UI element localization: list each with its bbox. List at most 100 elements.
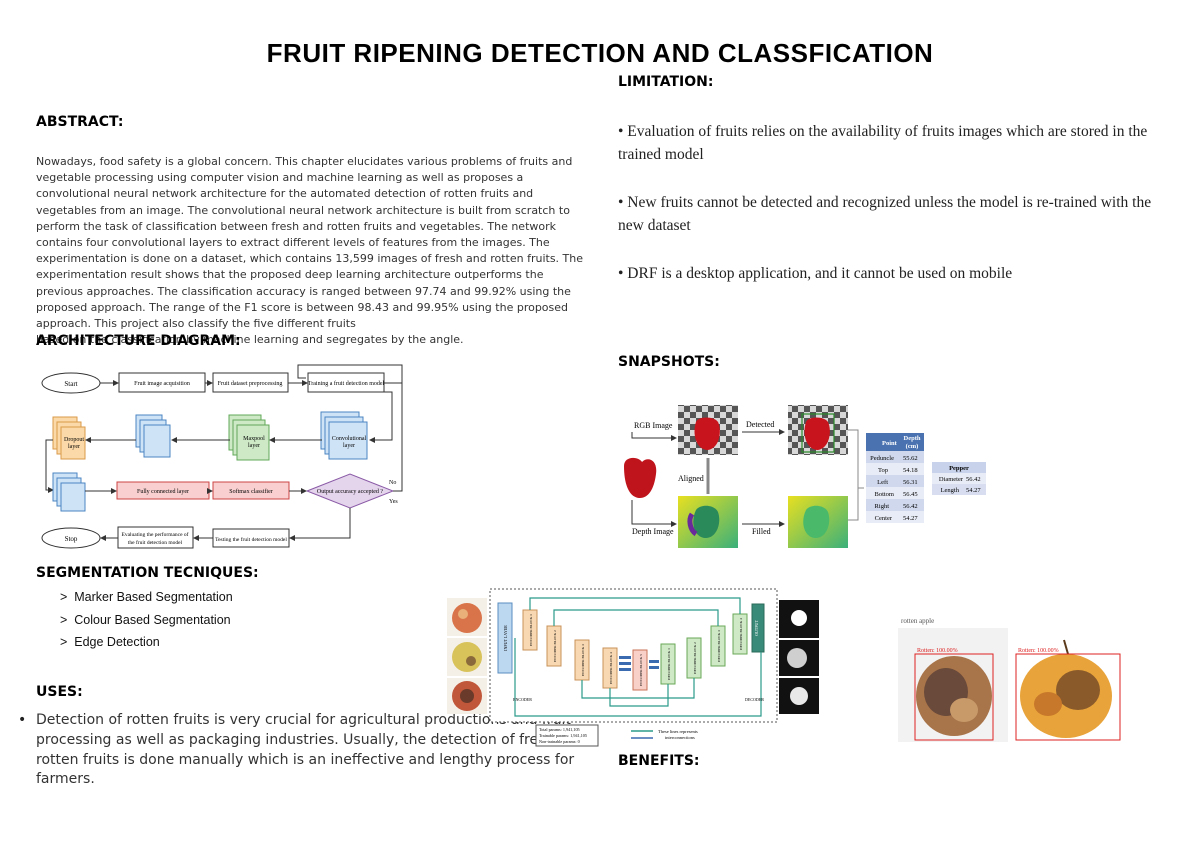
- rotten-apple-photo-1: Rotten: 100.00%: [914, 648, 994, 741]
- depth-row-value: 54.18: [903, 467, 918, 474]
- rotten-label: Rotten: 100.00%: [917, 648, 958, 654]
- yes-label: Yes: [389, 499, 398, 505]
- pepper-photo: [624, 457, 657, 498]
- depth-row-value: 54.27: [903, 515, 918, 522]
- limitation-item: • Evaluation of fruits relies on the ava…: [618, 123, 1148, 163]
- depth-row-value: 56.45: [903, 491, 918, 498]
- decoder-block-label: DECODER BLOCK 1: [667, 648, 671, 680]
- architecture-diagram: Start Fruit image acquisition Fruit data…: [41, 364, 403, 549]
- uses-heading: USES:: [36, 684, 83, 700]
- depth-row-point: Center: [875, 515, 893, 522]
- segmentation-heading: SEGMENTATION TECNIQUES:: [36, 565, 259, 581]
- uses-bullet: •: [18, 712, 27, 728]
- input-fruit-images: [447, 598, 487, 714]
- abstract-heading: ABSTRACT:: [36, 114, 124, 130]
- rotten-apple-photo-2: Rotten: 100.00%: [1015, 639, 1121, 741]
- rotten-caption: rotten apple: [901, 617, 934, 625]
- conv-label-2: layer: [343, 443, 355, 449]
- dropout-label-2: layer: [68, 444, 80, 450]
- depth-table: Point Depth (cm) Peduncle 55.62 Top 54.1…: [866, 433, 924, 523]
- params-trainable: Trainable params: 1,941,105: [539, 733, 587, 739]
- rgb-label: RGB Image: [634, 421, 673, 430]
- depth-row-point: Right: [875, 503, 890, 510]
- depth-table-head-point: Point: [882, 440, 898, 447]
- segmentation-network-figure: INPUT LAYER OUTPUT ENCODER BLOCK 1 ENCOD…: [447, 588, 819, 747]
- encoder-block-label: ENCODER BLOCK 5: [639, 654, 643, 686]
- encoder-block-label: ENCODER BLOCK 1: [529, 614, 533, 646]
- limitation-item: • DRF is a desktop application, and it c…: [618, 265, 1013, 282]
- encoder-block-label: ENCODER BLOCK 2: [553, 630, 557, 662]
- pepper-row-value: 56.42: [966, 476, 981, 483]
- snapshots-heading: SNAPSHOTS:: [618, 354, 720, 370]
- architecture-heading: ARCHITECTURE DIAGRAM:: [36, 333, 241, 349]
- limitation-heading: LIMITATION:: [618, 74, 714, 90]
- depth-row-point: Top: [878, 467, 888, 474]
- pepper-table-head: Pepper: [949, 465, 969, 472]
- maxpool-label-2: layer: [248, 443, 260, 449]
- segmentation-item: > Marker Based Segmentation: [60, 590, 233, 604]
- filled-label: Filled: [752, 527, 771, 536]
- dense-stack-blue: [135, 414, 171, 458]
- no-label: No: [389, 480, 396, 486]
- benefits-heading: BENEFITS:: [618, 753, 700, 769]
- encoder-section-label: ENCODER: [513, 697, 532, 702]
- segmentation-marker: >: [60, 613, 68, 627]
- snapshots-figure: RGB Image Depth Image Detected Aligned F…: [624, 405, 986, 548]
- uses-text: Detection of rotten fruits is very cruci…: [36, 712, 586, 788]
- limitation-item: • New fruits cannot be detected and reco…: [618, 194, 1152, 234]
- pepper-table: Pepper Diameter 56.42 Length 54.27: [932, 462, 986, 495]
- dropout-label-1: Dropout: [64, 437, 84, 443]
- depth-row-value: 56.42: [903, 503, 918, 510]
- stop-label: Stop: [65, 535, 78, 543]
- depth-row-point: Left: [877, 479, 888, 486]
- legend-text-2: interconnections: [665, 735, 695, 740]
- accuracy-label: Output accuracy accepted ?: [317, 489, 383, 495]
- decoder-block-label: DECODER BLOCK 4: [739, 618, 743, 650]
- abstract-body: Nowadays, food safety is a global concer…: [36, 155, 584, 331]
- conv-layer-stack: [320, 411, 368, 460]
- depth-row-point: Bottom: [874, 491, 894, 498]
- depth-row-value: 56.31: [903, 479, 918, 486]
- evaluate-label-1: Evaluating the performance of: [121, 531, 188, 538]
- fc-input-stack: [52, 472, 86, 512]
- decoder-section-label: DECODER: [745, 697, 764, 702]
- encoder-block-label: ENCODER BLOCK 3: [581, 644, 585, 676]
- depth-label: Depth Image: [632, 527, 674, 536]
- segmentation-item: > Colour Based Segmentation: [60, 613, 231, 627]
- segmentation-item: > Edge Detection: [60, 635, 160, 649]
- input-layer-label: INPUT LAYER: [503, 625, 508, 651]
- rotten-label: Rotten: 100.00%: [1018, 648, 1059, 654]
- preprocessing-label: Fruit dataset preprocessing: [218, 381, 283, 387]
- output-label: OUTPUT: [754, 620, 759, 636]
- detected-label: Detected: [746, 420, 774, 429]
- softmax-label: Softmax classifier: [229, 488, 273, 495]
- depth-table-head-unit: (cm): [906, 443, 919, 450]
- rotten-apple-figure: rotten apple Rotten: 100.00% Rotten: 100…: [898, 614, 1126, 744]
- segmentation-marker: >: [60, 590, 68, 604]
- evaluate-label-2: the fruit detection model: [128, 539, 183, 546]
- params-total: Total params: 1,941,105: [539, 727, 580, 733]
- maxpool-label-1: Maxpool: [243, 436, 265, 442]
- decoder-block-label: DECODER BLOCK 2: [693, 642, 697, 674]
- decoder-block-label: DECODER BLOCK 3: [717, 630, 721, 662]
- abstract-body-last: based on the classification by machine l…: [36, 333, 464, 347]
- acquisition-label: Fruit image acquisition: [134, 381, 190, 387]
- params-nontrainable: Non-trainable params: 0: [539, 739, 580, 744]
- conv-label-1: Convolutional: [332, 436, 367, 442]
- depth-row-value: 55.62: [903, 455, 918, 462]
- encoder-block-label: ENCODER BLOCK 4: [609, 652, 613, 684]
- pepper-row-label: Diameter: [939, 476, 964, 483]
- aligned-label: Aligned: [678, 474, 704, 483]
- depth-row-point: Peduncle: [870, 455, 894, 462]
- start-label: Start: [64, 380, 77, 388]
- segmentation-marker: >: [60, 635, 68, 649]
- pepper-row-label: Length: [941, 487, 960, 494]
- page-title: FRUIT RIPENING DETECTION AND CLASSFICATI…: [266, 38, 934, 68]
- params-box: [535, 724, 599, 747]
- training-label: Training a fruit detection model: [308, 380, 385, 387]
- output-mask-images: [779, 600, 819, 714]
- abstract-text: Nowadays, food safety is a global concer…: [36, 154, 586, 348]
- legend-text-1: These lines represents: [658, 729, 698, 734]
- dropout-layer-stack: [52, 416, 86, 460]
- pepper-row-value: 54.27: [966, 487, 981, 494]
